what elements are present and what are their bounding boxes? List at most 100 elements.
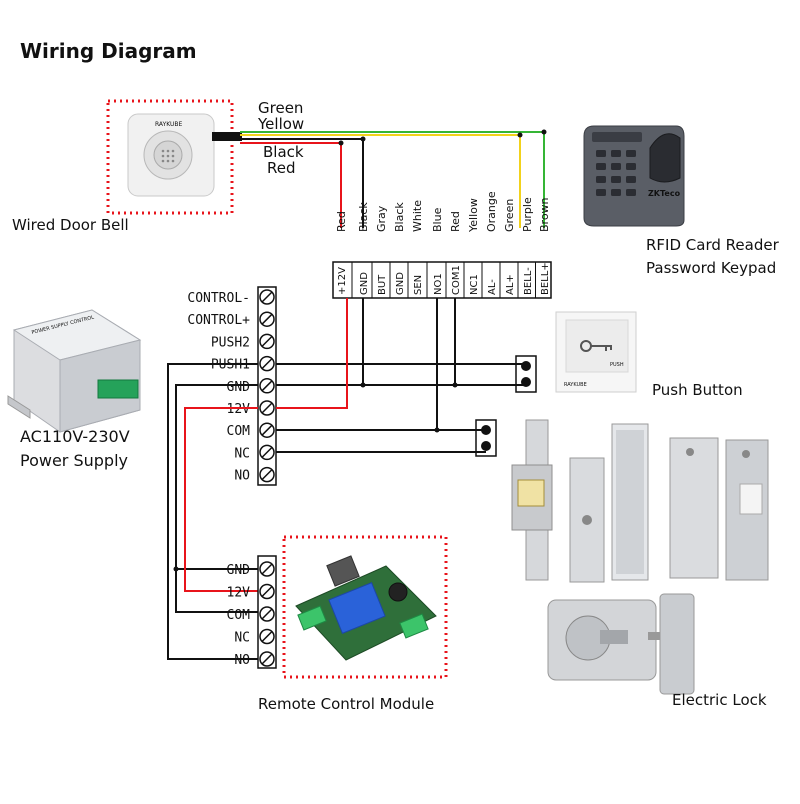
bell-wire-label-red: Red xyxy=(267,159,296,177)
lock-contact-block xyxy=(475,419,497,457)
remote-terminal-label: NC xyxy=(234,631,250,646)
reader-wire-color-label: Black xyxy=(393,202,406,232)
reader-terminal-alminus: AL- xyxy=(487,279,498,295)
electric-lock-label: Electric Lock xyxy=(672,691,767,709)
psu-terminal-label: CONTROL- xyxy=(187,291,250,306)
reader-wire-color-label: Black xyxy=(357,202,370,232)
remote-terminal-strip xyxy=(257,555,277,669)
reader-terminal-no1: NO1 xyxy=(433,273,444,295)
rfid-reader-device: ZKTeco xyxy=(583,125,685,227)
remote-terminal-label: GND xyxy=(227,563,251,578)
reader-terminal-com1: COM1 xyxy=(451,265,462,295)
wire-12v-remote xyxy=(184,407,258,592)
psu-terminal-label: COM xyxy=(227,424,251,439)
screw-terminal-icon xyxy=(259,561,275,577)
psu-terminal-label: 12V xyxy=(227,402,251,417)
reader-terminal-alplus: AL+ xyxy=(505,274,516,295)
screw-terminal-icon xyxy=(259,311,275,327)
reader-wire-color-label: White xyxy=(411,200,424,232)
reader-wire-color-label: Yellow xyxy=(467,198,480,233)
reader-terminal-but: BUT xyxy=(377,274,388,295)
bell-wire-label-yellow: Yellow xyxy=(257,115,304,133)
screw-terminal-icon xyxy=(259,651,275,667)
reader-terminal-gnd: GND xyxy=(359,272,370,295)
key-icon xyxy=(580,340,612,352)
push-button-contact-block xyxy=(515,355,537,393)
remote-module-label: Remote Control Module xyxy=(258,695,434,713)
rfid-reader-label-1: RFID Card Reader xyxy=(646,236,780,254)
electric-lock-devices xyxy=(511,419,769,695)
push-button-brand: RAYKUBE xyxy=(564,382,587,388)
psu-terminal-label: GND xyxy=(227,380,251,395)
door-bell-label: Wired Door Bell xyxy=(12,216,129,234)
screw-terminal-icon xyxy=(259,355,275,372)
reader-wire-color-label: Red xyxy=(449,211,462,232)
reader-wire-color-label: Brown xyxy=(538,197,551,232)
reader-terminal-plus12v: +12V xyxy=(337,267,348,295)
screw-terminal-icon xyxy=(259,378,275,394)
reader-brand: ZKTeco xyxy=(648,189,681,198)
screw-terminal-icon xyxy=(259,333,275,350)
reader-terminal-bellplus: BELL+ xyxy=(540,262,551,295)
push-button-device: PUSH RAYKUBE xyxy=(555,311,637,393)
screw-terminal-icon xyxy=(259,466,275,483)
screw-terminal-icon xyxy=(259,400,275,416)
reader-connector: +12V GND BUT GND SEN NO1 COM1 NC1 AL- AL+ BELL- BEL… xyxy=(332,261,552,299)
power-supply-label-1: AC110V-230V xyxy=(20,427,130,446)
reader-wire-color-label: Green xyxy=(503,199,516,232)
reader-terminal-gnd: GND xyxy=(395,272,406,295)
power-supply-label-2: Power Supply xyxy=(20,451,128,470)
psu-terminal-label: CONTROL+ xyxy=(187,313,250,328)
screw-terminal-icon xyxy=(259,444,275,461)
remote-module-dotted-frame xyxy=(282,535,448,679)
electric-strike-lock xyxy=(511,419,553,581)
door-bell-brand: RAYKUBE xyxy=(155,121,183,128)
remote-terminal-labels: GND 12V COM NC NO xyxy=(227,563,251,668)
page-title: Wiring Diagram xyxy=(20,39,197,63)
remote-terminal-label: NO xyxy=(234,653,250,668)
reader-wire-color-label: Red xyxy=(335,211,348,232)
reader-terminal-sen: SEN xyxy=(413,275,424,295)
bell-wires xyxy=(240,129,547,228)
psu-terminal-label: NO xyxy=(234,469,250,484)
main-wiring xyxy=(167,298,526,660)
wire-junctions xyxy=(173,382,458,572)
screw-terminal-icon xyxy=(259,628,275,645)
door-bell-dotted-frame xyxy=(106,99,234,215)
armature-plate xyxy=(569,457,605,583)
remote-module-device xyxy=(295,555,437,661)
electric-bolt-lock xyxy=(669,437,769,581)
electric-rim-lock xyxy=(547,593,695,695)
relay-icon xyxy=(328,582,386,634)
wire-push1-remote-no xyxy=(167,363,258,660)
screw-terminal-icon xyxy=(259,583,275,600)
reader-terminal-nc1: NC1 xyxy=(469,274,480,295)
rfid-reader-label-2: Password Keypad xyxy=(646,259,776,277)
reader-wire-color-label: Purple xyxy=(521,197,534,232)
psu-terminal-label: NC xyxy=(234,446,250,461)
power-supply-device: POWER SUPPLY CONTROL xyxy=(7,309,142,433)
screw-terminal-icon xyxy=(259,422,275,438)
reader-terminal-bellminus: BELL- xyxy=(523,267,534,295)
psu-terminal-label: PUSH2 xyxy=(211,335,250,350)
push-button-text: PUSH xyxy=(610,362,624,368)
push-button-label: Push Button xyxy=(652,381,743,399)
reader-wire-color-label: Orange xyxy=(485,191,498,232)
psu-terminal-label: PUSH1 xyxy=(211,358,250,373)
psu-terminal-strip xyxy=(257,286,277,486)
screw-terminal-icon xyxy=(259,289,275,305)
keypad-keys-icon xyxy=(596,150,636,196)
bell-wire-label-black: Black xyxy=(263,143,304,161)
wire-12v xyxy=(276,298,348,409)
remote-terminal-label: 12V xyxy=(227,586,251,601)
reader-wire-color-label: Gray xyxy=(375,205,388,232)
bell-wire-label-green: Green xyxy=(258,99,303,117)
remote-terminal-label: COM xyxy=(227,608,251,623)
reader-wire-color-label: Blue xyxy=(431,207,444,232)
wire-gnd-remote-com xyxy=(175,384,258,613)
magnetic-lock xyxy=(611,423,649,581)
door-bell-device: RAYKUBE xyxy=(127,113,242,197)
